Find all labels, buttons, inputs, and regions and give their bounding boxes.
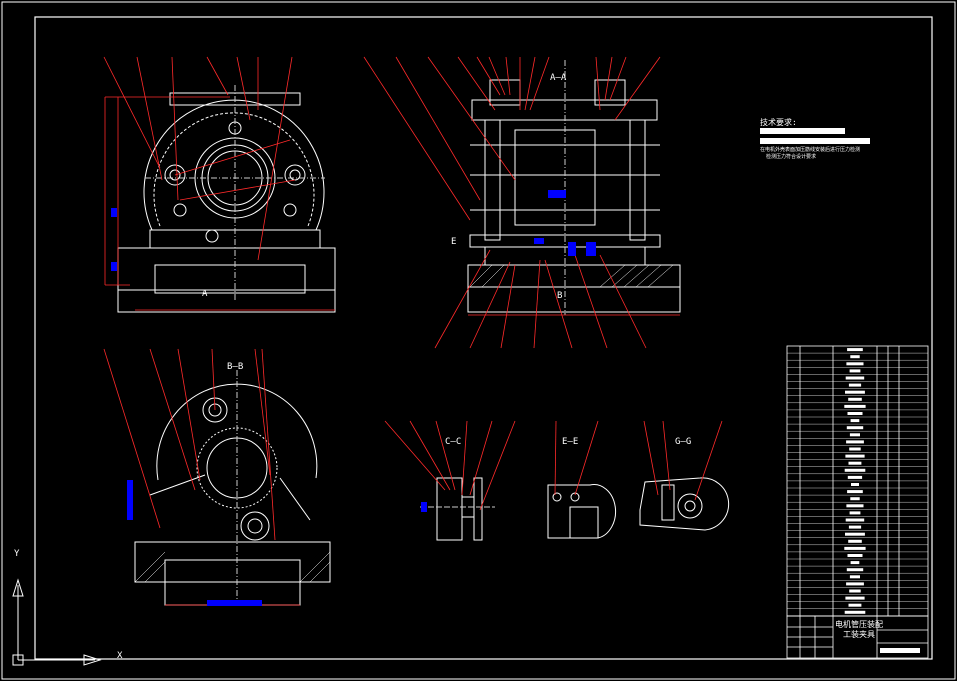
table-cell-text xyxy=(845,532,865,536)
aa-highlight xyxy=(568,242,576,256)
table-cell-text xyxy=(849,369,861,373)
section-aa-leaders xyxy=(363,56,680,349)
drawing-number-box xyxy=(880,648,920,653)
section-marker-b: B xyxy=(557,291,563,301)
aa-highlight xyxy=(548,190,566,198)
table-cell-text xyxy=(849,433,860,437)
table-cell-text xyxy=(849,511,861,515)
table-cell-text xyxy=(848,525,862,529)
table-cell-text xyxy=(846,440,864,444)
table-cell-text xyxy=(850,355,860,359)
table-cell-text xyxy=(846,568,864,572)
section-label-bb: B—B xyxy=(227,362,244,372)
table-cell-text xyxy=(851,483,859,486)
aa-highlight xyxy=(586,242,596,256)
detail-gg-view[interactable] xyxy=(639,477,730,531)
tech-req-line: 检测压力符合设计要求 xyxy=(766,154,817,160)
drawing-frame xyxy=(34,16,933,660)
table-cell-text xyxy=(845,376,865,380)
table-cell-text xyxy=(844,610,866,614)
table-cell-text xyxy=(846,504,864,508)
table-cell-text xyxy=(847,412,863,415)
dim-highlight xyxy=(111,208,117,217)
table-cell-text xyxy=(845,454,865,458)
parts-list-rows xyxy=(787,348,928,616)
section-aa-hatching xyxy=(469,264,674,288)
table-cell-text xyxy=(845,518,865,522)
ucs-x-label: X xyxy=(117,651,123,661)
aa-highlight xyxy=(534,238,544,244)
tech-req-line: 在电机外壳表面加压筋线安装后进行压力检测 xyxy=(760,147,861,153)
section-bb-hatching xyxy=(134,551,331,583)
table-cell-text xyxy=(847,348,863,352)
detail-cc-leaders xyxy=(384,420,516,511)
drawing-title-line2: 工装夹具 xyxy=(843,630,875,639)
detail-gg-leaders xyxy=(643,420,723,501)
bb-highlight xyxy=(207,600,262,606)
table-cell-text xyxy=(844,468,866,472)
front-view-leaders xyxy=(103,56,335,311)
table-cell-text xyxy=(848,539,862,543)
section-label-cc: C—C xyxy=(445,437,462,447)
table-cell-text xyxy=(847,490,863,494)
table-cell-text xyxy=(844,546,866,550)
ucs-icon xyxy=(12,578,102,666)
section-bb-leaders xyxy=(103,348,300,606)
drawing-title-line1: 电机管压装配 xyxy=(835,620,883,629)
dim-highlight xyxy=(111,262,117,271)
cc-highlight xyxy=(421,502,427,512)
table-cell-text xyxy=(845,390,865,394)
table-cell-text xyxy=(845,596,865,600)
section-label-aa: A—A xyxy=(550,73,567,83)
table-cell-text xyxy=(848,383,862,387)
section-label-ee: E—E xyxy=(562,437,579,447)
bb-highlight xyxy=(127,480,133,520)
section-marker-a: A xyxy=(202,289,208,299)
table-cell-text xyxy=(847,475,863,479)
title-block[interactable] xyxy=(786,615,929,659)
tech-req-title: 技术要求: xyxy=(760,118,797,127)
table-cell-text xyxy=(846,582,864,586)
table-cell-text xyxy=(849,575,860,579)
table-cell-text xyxy=(850,497,860,501)
table-cell-text xyxy=(848,603,862,607)
section-bb-view[interactable] xyxy=(134,370,331,606)
table-cell-text xyxy=(849,589,861,593)
table-cell-text xyxy=(850,419,860,423)
detail-cc-view[interactable] xyxy=(420,477,495,541)
table-cell-text xyxy=(850,561,860,565)
table-cell-text xyxy=(849,447,861,451)
table-cell-text xyxy=(846,426,864,430)
ucs-y-label: Y xyxy=(14,549,20,559)
table-cell-text xyxy=(844,404,866,408)
tech-requirements-block xyxy=(760,128,870,144)
table-cell-text xyxy=(847,554,863,557)
section-aa-view[interactable] xyxy=(467,60,681,315)
table-cell-text xyxy=(846,362,864,366)
table-cell-text xyxy=(848,397,862,401)
detail-ee-leaders xyxy=(554,420,599,496)
table-cell-text xyxy=(848,461,862,465)
front-view[interactable] xyxy=(117,85,336,313)
section-label-gg: G—G xyxy=(675,437,692,447)
detail-ee-view[interactable] xyxy=(547,484,617,539)
section-marker-e: E xyxy=(451,237,457,247)
